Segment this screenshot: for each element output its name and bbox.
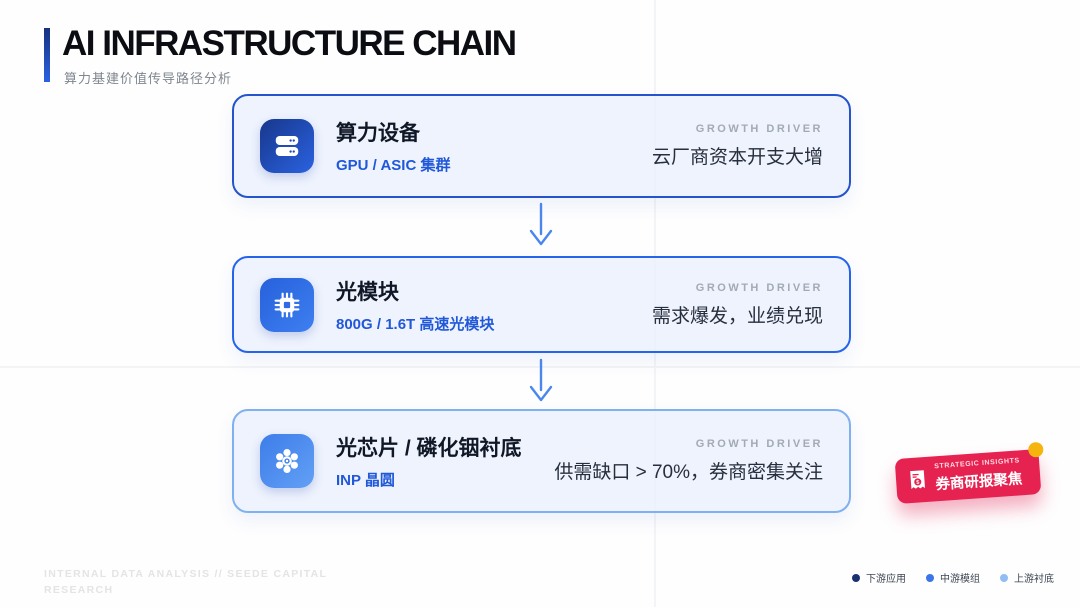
legend: 下游应用 中游模组 上游衬底 [852,570,1054,585]
card-driver-block: GROWTH DRIVER 需求爆发，业绩兑现 [652,282,823,328]
card-title: 光芯片 / 磷化铟衬底 [336,437,522,460]
flow-arrow-down-icon [528,202,554,253]
chip-icon [260,277,314,332]
growth-driver-text: 云厂商资本开支大增 [651,147,823,168]
svg-text:$: $ [916,480,919,486]
legend-dot [852,573,860,582]
chain-card-optical-module: 光模块 800G / 1.6T 高速光模块 GROWTH DRIVER 需求爆发… [232,256,851,353]
growth-driver-text: 供需缺口 > 70%，券商密集关注 [554,462,823,483]
growth-driver-text: 需求爆发，业绩兑现 [651,305,823,327]
card-title: 光模块 [336,280,399,304]
chain-card-optical-chip-substrate: 光芯片 / 磷化铟衬底 INP 晶圆 GROWTH DRIVER 供需缺口 > … [232,409,851,513]
page-title: AI INFRASTRUCTURE CHAIN [62,24,517,63]
card-text-block: 光模块 800G / 1.6T 高速光模块 [336,276,494,334]
card-subtitle: 800G / 1.6T 高速光模块 [336,315,495,333]
growth-driver-label: GROWTH DRIVER [695,438,823,450]
card-driver-block: GROWTH DRIVER 云厂商资本开支大增 [652,123,823,169]
card-driver-block: GROWTH DRIVER 供需缺口 > 70%，券商密集关注 [554,438,823,484]
card-subtitle: GPU / ASIC 集群 [336,157,451,174]
legend-label: 下游应用 [866,574,906,585]
legend-item-upstream: 上游衬底 [1000,570,1054,585]
atom-icon [260,434,314,488]
legend-item-midstream: 中游模组 [926,570,980,585]
legend-label: 中游模组 [940,574,980,585]
watermark-line2: RESEARCH [44,584,114,597]
card-subtitle: INP 晶圆 [336,472,395,489]
strategic-insights-badge: $ STRATEGIC INSIGHTS 券商研报聚焦 [894,441,1044,504]
page-subtitle: 算力基建价值传导路径分析 [64,71,233,86]
legend-label: 上游衬底 [1014,574,1054,585]
card-text-block: 算力设备 GPU / ASIC 集群 [336,117,450,175]
card-title: 算力设备 [336,122,420,145]
legend-dot [926,573,934,582]
chain-card-compute-equipment: 算力设备 GPU / ASIC 集群 GROWTH DRIVER 云厂商资本开支… [232,94,851,198]
growth-driver-label: GROWTH DRIVER [695,123,823,135]
title-accent-bar [44,28,50,82]
watermark-line1: INTERNAL DATA ANALYSIS // SEEDE CAPITAL [44,568,328,580]
legend-dot [1000,573,1008,582]
footer-watermark: INTERNAL DATA ANALYSIS // SEEDE CAPITAL … [44,566,327,599]
server-icon [260,119,314,173]
card-text-block: 光芯片 / 磷化铟衬底 INP 晶圆 [336,432,522,490]
badge-accent-dot [1027,441,1044,458]
growth-driver-label: GROWTH DRIVER [695,281,823,294]
flow-arrow-down-icon [528,358,554,409]
badge-label: 券商研报聚焦 [934,471,1023,494]
report-receipt-icon: $ [908,469,926,491]
legend-item-downstream: 下游应用 [852,570,906,585]
